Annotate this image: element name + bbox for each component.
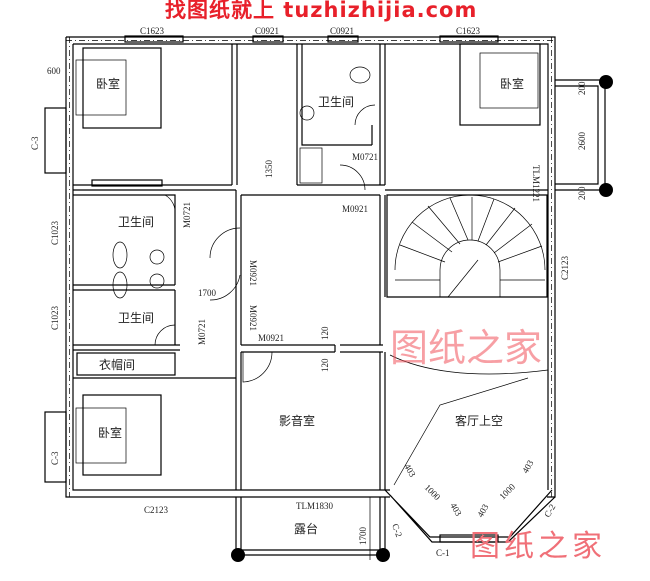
label: 403: [402, 462, 418, 479]
label: M0921: [342, 204, 368, 214]
label: 1700: [358, 527, 368, 546]
room-label-living-void: 客厅上空: [455, 413, 503, 428]
room-label-theater: 影音室: [279, 413, 315, 428]
terrace: [231, 497, 390, 562]
doors: [154, 104, 376, 383]
label: 200: [577, 186, 587, 200]
label: 1700: [198, 288, 217, 298]
label: C1023: [50, 220, 60, 245]
watermark-bottom-right: 图纸之家: [470, 529, 606, 564]
label: M0721: [182, 202, 192, 228]
label: C-1: [436, 548, 450, 558]
label: M0921: [248, 260, 258, 286]
label: 1000: [497, 481, 517, 501]
room-label-bedroom-bottom-left: 卧室: [98, 425, 122, 440]
label: 120: [320, 358, 330, 372]
label: 403: [448, 501, 464, 518]
label: C-3: [30, 136, 40, 150]
interior-walls: [73, 44, 548, 498]
room-label-bedroom-top-left: 卧室: [96, 76, 120, 91]
bathroom-fixtures: [112, 66, 371, 299]
label: C1023: [50, 305, 60, 330]
label: M0721: [197, 319, 207, 345]
label: C0921: [255, 26, 279, 36]
label: 600: [47, 66, 61, 76]
room-label-bedroom-top-right: 卧室: [500, 76, 524, 91]
label: TLM1221: [531, 165, 541, 202]
room-label-terrace: 露台: [294, 521, 318, 536]
label: 2600: [577, 132, 587, 151]
label: M0721: [352, 152, 378, 162]
label: M0921: [248, 305, 258, 331]
label: 120: [320, 326, 330, 340]
room-label-closet: 衣帽间: [99, 357, 135, 372]
room-label-bathroom-left-upper: 卫生间: [118, 215, 154, 229]
label: 403: [475, 502, 491, 519]
label: C-2: [542, 502, 557, 519]
watermark-top: 找图纸就上 tuzhizhijia.com: [165, 0, 478, 22]
label: C1623: [140, 26, 165, 36]
label: 403: [520, 458, 536, 475]
side-windows: [44, 107, 163, 483]
label: C2123: [560, 255, 570, 280]
label: C-2: [390, 522, 404, 538]
label: M0921: [258, 333, 284, 343]
label: TLM1830: [296, 501, 333, 511]
dimension-labels: C1623 C0921 C0921 C1623 600 C-3 M0721 13…: [30, 26, 587, 558]
watermark-center: 图纸之家: [390, 326, 543, 370]
label: C2123: [144, 505, 169, 515]
label: C1623: [456, 26, 481, 36]
outer-walls: [65, 36, 556, 498]
label: 1000: [423, 482, 443, 502]
label: 1350: [264, 160, 274, 179]
beds: [75, 43, 541, 476]
room-label-bathroom-top: 卫生间: [318, 95, 354, 109]
room-label-bathroom-left-lower: 卫生间: [118, 311, 154, 325]
right-balcony: [555, 75, 613, 197]
label: C-3: [50, 451, 60, 465]
living-void: [384, 354, 556, 543]
label: 200: [577, 81, 587, 95]
spiral-stair: [394, 194, 546, 298]
top-windows: [124, 35, 499, 43]
label: C0921: [330, 26, 354, 36]
